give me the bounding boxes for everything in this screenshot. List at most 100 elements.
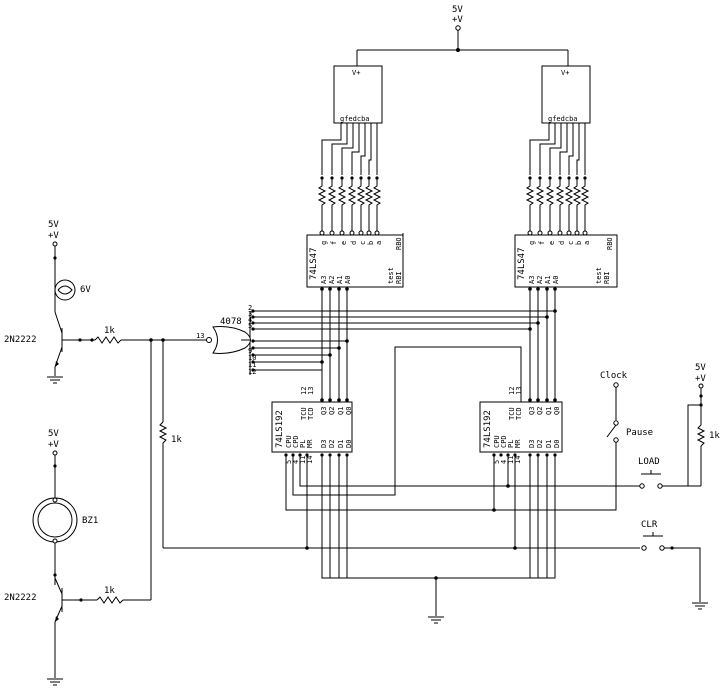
clock-pause-switch[interactable]: Clock Pause — [600, 371, 653, 443]
svg-text:11: 11 — [507, 456, 515, 464]
svg-text:c: c — [567, 241, 575, 245]
cascade-wire — [292, 346, 522, 496]
svg-text:RBI: RBI — [603, 271, 611, 284]
svg-text:e: e — [340, 241, 348, 245]
svg-text:11: 11 — [299, 456, 307, 464]
pullup-resistor-label: 1k — [709, 431, 720, 441]
svg-text:Q3: Q3 — [528, 407, 536, 415]
svg-text:5: 5 — [493, 460, 501, 464]
svg-text:A3: A3 — [528, 276, 536, 284]
transistor-1-label: 2N2222 — [4, 335, 37, 345]
svg-text:4: 4 — [248, 316, 252, 324]
buzzer-label: BZ1 — [82, 516, 98, 526]
svg-text:5: 5 — [285, 460, 293, 464]
svg-text:RBO: RBO — [395, 237, 403, 250]
load-switch[interactable]: LOAD — [638, 457, 688, 489]
buzzer-icon — [32, 497, 78, 544]
svg-text:D3: D3 — [528, 440, 536, 448]
right-display-pins: gfedcba — [548, 115, 578, 123]
top-supply-5v-label: 5V — [452, 5, 463, 15]
svg-text:5V: 5V — [48, 220, 59, 230]
transistor-2-icon — [54, 577, 63, 623]
right-display-vplus: V+ — [561, 69, 569, 77]
left-decoder-74ls47: 74LS47 A3 A2 A1 A0 test RBI RBO g f e d … — [306, 233, 404, 288]
svg-text:test: test — [387, 267, 395, 284]
svg-text:CPD: CPD — [500, 435, 508, 448]
svg-text:Q0: Q0 — [553, 407, 561, 415]
gate-pull-resistor: 1k — [150, 340, 182, 600]
right-decoder-74ls47: 74LS47 A3 A2 A1 A0 test RBI RBO g f e d … — [514, 234, 618, 288]
svg-text:+V: +V — [48, 440, 59, 450]
svg-text:g: g — [528, 241, 536, 245]
left-display-vplus: V+ — [352, 69, 360, 77]
svg-text:f: f — [330, 241, 338, 245]
svg-text:A2: A2 — [328, 276, 336, 284]
svg-text:c: c — [359, 241, 367, 245]
load-label: LOAD — [638, 457, 660, 467]
svg-text:Q2: Q2 — [536, 407, 544, 415]
svg-text:Q1: Q1 — [337, 407, 345, 415]
svg-text:a: a — [583, 241, 591, 245]
svg-text:D0: D0 — [553, 440, 561, 448]
svg-text:g: g — [320, 241, 328, 245]
svg-text:A0: A0 — [344, 276, 352, 284]
transistor-1-icon — [54, 311, 63, 368]
top-supply: 5V +V — [356, 5, 569, 66]
svg-text:PL: PL — [299, 440, 307, 448]
clear-switch[interactable]: CLR — [641, 520, 708, 610]
right-display: V+ gfedcba — [541, 65, 591, 124]
svg-text:13: 13 — [307, 387, 315, 395]
control-wiring — [163, 440, 640, 624]
svg-text:D0: D0 — [345, 440, 353, 448]
svg-text:D1: D1 — [337, 440, 345, 448]
left-bcd-bus — [320, 287, 349, 402]
gate-input-lines — [249, 309, 557, 375]
svg-text:b: b — [575, 241, 583, 245]
svg-text:TCU: TCU — [508, 407, 516, 420]
svg-text:2: 2 — [248, 304, 252, 312]
svg-text:9: 9 — [248, 347, 252, 355]
svg-text:14: 14 — [306, 456, 314, 464]
svg-text:5: 5 — [248, 322, 252, 330]
svg-text:TCD: TCD — [307, 407, 315, 420]
transistor-2-label: 2N2222 — [4, 593, 37, 603]
lamp-icon — [54, 279, 76, 301]
lamp-driver-section: 5V +V 6V 2N2222 1k — [4, 220, 207, 384]
svg-text:74LS192: 74LS192 — [275, 410, 285, 448]
left-resistor-network — [317, 176, 382, 236]
right-decoder-part: 74LS47 — [517, 247, 527, 280]
svg-text:A1: A1 — [544, 276, 552, 284]
svg-text:RBO: RBO — [606, 237, 614, 250]
svg-text:a: a — [375, 241, 383, 245]
right-counter-74ls192: 74LS192 TCU TCD 12 13 Q3 Q2 Q1 Q0 CPU CP… — [479, 387, 563, 464]
svg-text:CPU: CPU — [285, 435, 293, 448]
lamp-label: 6V — [80, 285, 91, 295]
svg-text:Q3: Q3 — [320, 407, 328, 415]
svg-text:f: f — [538, 241, 546, 245]
svg-text:4: 4 — [292, 460, 300, 464]
svg-text:D2: D2 — [536, 440, 544, 448]
svg-text:12: 12 — [508, 387, 516, 395]
gate-part-label: 4078 — [220, 317, 242, 327]
resistor-pull-label: 1k — [171, 435, 182, 445]
buzzer-section: 5V +V BZ1 2N2222 1k — [4, 429, 151, 686]
svg-text:PL: PL — [507, 440, 515, 448]
svg-text:A1: A1 — [336, 276, 344, 284]
svg-text:D1: D1 — [545, 440, 553, 448]
nor-gate-4078: 4078 13 2 3 4 5 9 10 11 12 — [196, 304, 256, 376]
svg-text:A0: A0 — [552, 276, 560, 284]
right-bcd-bus — [528, 287, 557, 402]
left-display: V+ gfedcba — [333, 65, 383, 124]
svg-text:+V: +V — [48, 231, 59, 241]
svg-text:+V: +V — [695, 374, 706, 384]
svg-text:5V: 5V — [695, 363, 706, 373]
svg-text:12: 12 — [300, 387, 308, 395]
svg-text:Q1: Q1 — [545, 407, 553, 415]
svg-text:D2: D2 — [328, 440, 336, 448]
left-decoder-part: 74LS47 — [309, 247, 319, 280]
svg-text:Q0: Q0 — [345, 407, 353, 415]
right-resistor-network — [525, 176, 590, 236]
resistor-2-label: 1k — [104, 586, 115, 596]
svg-text:14: 14 — [514, 456, 522, 464]
svg-text:test: test — [595, 267, 603, 284]
